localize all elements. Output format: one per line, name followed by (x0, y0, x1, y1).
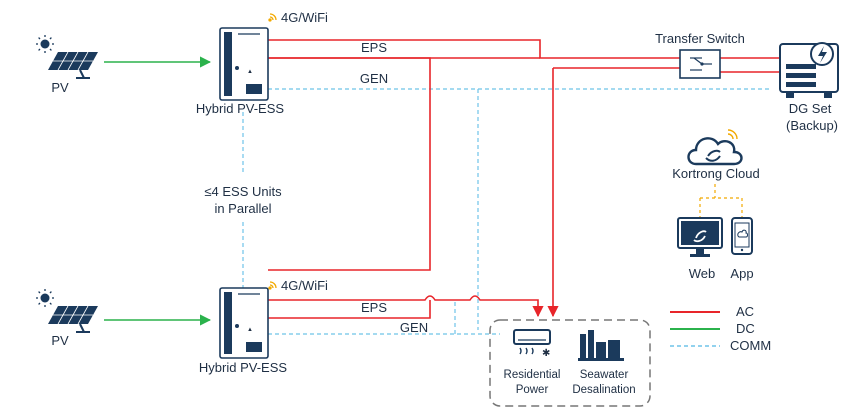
bottom-eps-label: EPS (361, 300, 387, 315)
comm-lines (242, 88, 770, 335)
top-sun-icon (36, 35, 54, 53)
parallel-note-line1: ≤4 ESS Units (204, 184, 282, 199)
parallel-note-line2: in Parallel (214, 201, 271, 216)
top-eps-label: EPS (361, 40, 387, 55)
web-label: Web (689, 266, 716, 281)
top-wifi-icon (268, 13, 277, 22)
cloud-icon (687, 129, 743, 166)
bottom-ess-label: Hybrid PV-ESS (199, 360, 287, 375)
legend: AC DC COMM (670, 304, 771, 353)
top-solar-panel-icon (48, 51, 98, 79)
legend-comm-label: COMM (730, 338, 771, 353)
residential-line1: Residential (504, 369, 561, 381)
loads-box (489, 319, 651, 407)
top-pv-label: PV (51, 80, 69, 95)
ac-lines (268, 39, 780, 319)
desal-line1: Seawater (580, 369, 629, 381)
transfer-switch-icon (679, 49, 721, 79)
desal-line2: Desalination (572, 384, 635, 396)
transfer-switch-label: Transfer Switch (655, 31, 745, 46)
bottom-wifi-icon (268, 281, 277, 290)
top-gen-label: GEN (360, 71, 388, 86)
dc-lines (104, 56, 212, 326)
legend-ac-label: AC (736, 304, 754, 319)
bottom-solar-panel-icon (48, 305, 98, 333)
dg-set-line1: DG Set (789, 101, 832, 116)
app-label: App (730, 266, 753, 281)
bottom-conn-label: 4G/WiFi (281, 278, 328, 293)
bottom-pv-label: PV (51, 333, 69, 348)
bottom-sun-icon (36, 289, 54, 307)
residential-line2: Power (516, 384, 549, 396)
bottom-inverter-icon: ▲ (219, 287, 269, 359)
svg-text:▲: ▲ (247, 69, 253, 75)
monitor-icon (677, 217, 723, 257)
svg-text:▲: ▲ (247, 327, 253, 333)
dg-set-line2: (Backup) (786, 118, 838, 133)
air-conditioner-icon: ✱ (513, 329, 551, 359)
top-inverter-icon: ▲ (219, 27, 269, 101)
generator-icon (779, 42, 839, 98)
cloud-links (699, 184, 743, 218)
cloud-label: Kortrong Cloud (672, 166, 759, 181)
bottom-gen-label: GEN (400, 320, 428, 335)
phone-icon (731, 217, 753, 255)
top-conn-label: 4G/WiFi (281, 10, 328, 25)
svg-text:✱: ✱ (542, 348, 550, 359)
desalination-plant-icon (578, 330, 624, 361)
top-ess-label: Hybrid PV-ESS (196, 101, 284, 116)
legend-dc-label: DC (736, 321, 755, 336)
